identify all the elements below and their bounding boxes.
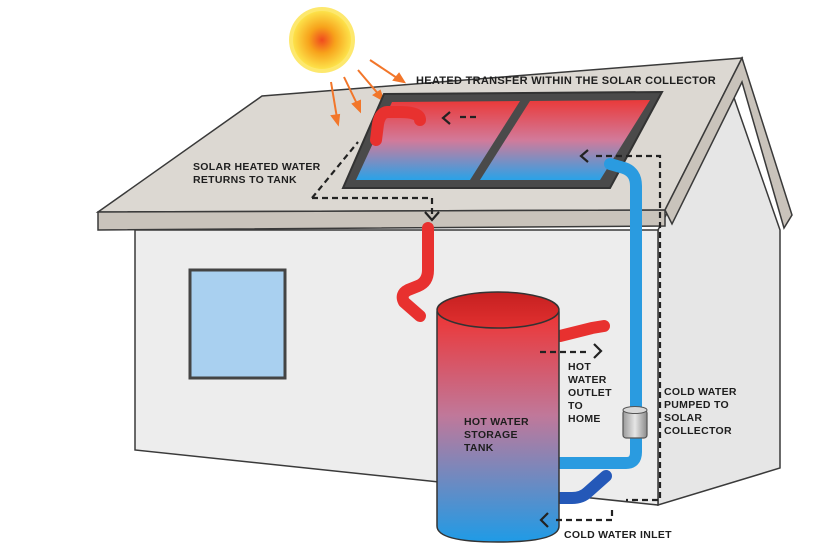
cold-pipe-to-collector	[550, 158, 642, 469]
window	[188, 268, 287, 380]
cold-water-inlet-pipe	[542, 470, 612, 504]
flow-arrow-icon	[424, 111, 603, 528]
label-hot-water-outlet: HOT WATER OUTLET TO HOME	[568, 361, 615, 425]
label-cold-water-pumped: COLD WATER PUMPED TO SOLAR COLLECTOR	[664, 386, 740, 437]
hot-water-storage-tank	[436, 291, 560, 543]
label-cold-water-inlet: COLD WATER INLET	[564, 529, 672, 541]
roof-gable-trim	[664, 56, 793, 230]
hot-pipe-collector-outlet	[382, 106, 426, 126]
label-solar-heated-water: SOLAR HEATED WATER RETURNS TO TANK	[193, 161, 324, 186]
hot-pipe-to-tank	[396, 222, 434, 322]
label-heated-transfer: HEATED TRANSFER WITHIN THE SOLAR COLLECT…	[416, 75, 716, 87]
sun-rays	[330, 59, 407, 127]
roof-fascia	[97, 209, 666, 231]
collector-panel-left	[356, 101, 520, 180]
sun-icon	[289, 7, 355, 73]
label-hot-water-tank: HOT WATER STORAGE TANK	[464, 416, 532, 454]
pump-icon	[622, 406, 648, 439]
flow-paths	[311, 115, 662, 522]
hot-water-outlet-pipe	[554, 320, 610, 342]
